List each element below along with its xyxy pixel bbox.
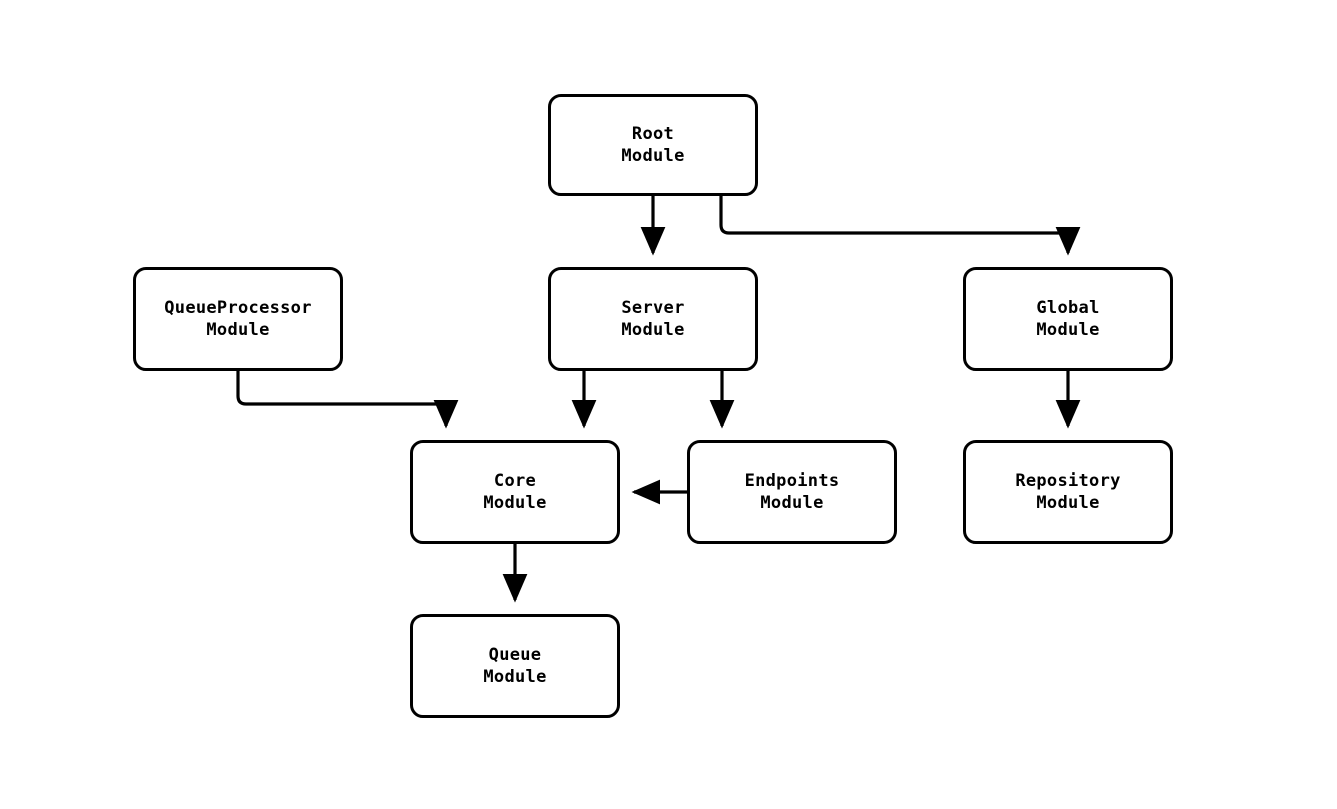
node-endpoints-module[interactable]: Endpoints Module bbox=[687, 440, 897, 544]
node-global-module-label-line2: Module bbox=[1036, 320, 1100, 340]
node-core-module-label-line2: Module bbox=[483, 493, 547, 513]
node-queueprocessor-module-label-line1: QueueProcessor bbox=[164, 298, 312, 318]
node-root-module-label-line2: Module bbox=[621, 146, 685, 166]
node-global-module[interactable]: Global Module bbox=[963, 267, 1173, 371]
node-queueprocessor-module-label-line2: Module bbox=[206, 320, 270, 340]
edge-queueprocessor-to-core bbox=[236, 371, 459, 429]
node-server-module-label-line2: Module bbox=[621, 320, 685, 340]
node-repository-module[interactable]: Repository Module bbox=[963, 440, 1173, 544]
node-core-module[interactable]: Core Module bbox=[410, 440, 620, 544]
node-repository-module-label-line2: Module bbox=[1036, 493, 1100, 513]
node-endpoints-module-label-line2: Module bbox=[760, 493, 824, 513]
edge-root-to-global bbox=[719, 196, 1081, 256]
node-server-module[interactable]: Server Module bbox=[548, 267, 758, 371]
node-endpoints-module-label-line1: Endpoints bbox=[744, 471, 840, 491]
node-queueprocessor-module[interactable]: QueueProcessor Module bbox=[133, 267, 343, 371]
node-queue-module-label-line2: Module bbox=[483, 667, 547, 687]
node-server-module-label-line1: Server bbox=[621, 298, 685, 318]
node-queue-module-label-line1: Queue bbox=[488, 645, 542, 665]
node-repository-module-label-line1: Repository bbox=[1015, 471, 1121, 491]
node-global-module-label-line1: Global bbox=[1036, 298, 1100, 318]
node-queue-module[interactable]: Queue Module bbox=[410, 614, 620, 718]
node-core-module-label-line1: Core bbox=[493, 471, 537, 491]
node-root-module-label-line1: Root bbox=[631, 124, 675, 144]
node-root-module[interactable]: Root Module bbox=[548, 94, 758, 196]
